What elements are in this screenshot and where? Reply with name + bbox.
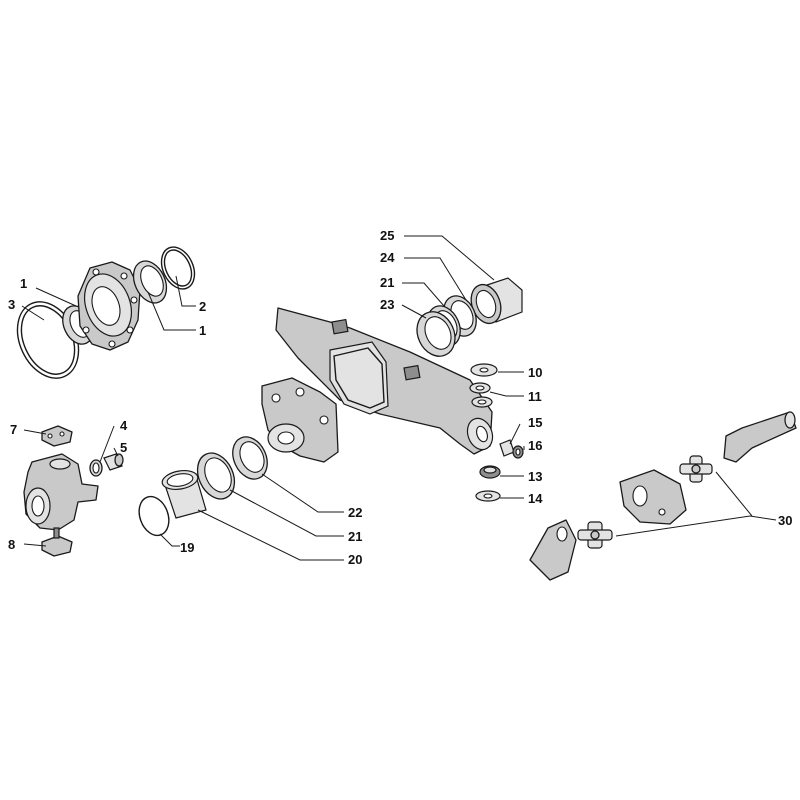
wheel-hub-flange (77, 261, 141, 351)
axle-support-bracket (261, 377, 339, 463)
callout-23: 23 (380, 297, 394, 312)
callout-13: 13 (528, 469, 542, 484)
callout-20: 20 (348, 552, 362, 567)
callout-21-right: 21 (380, 275, 394, 290)
callout-11: 11 (528, 389, 542, 404)
snap-ring-2 (160, 246, 196, 290)
seal-ring-1-right (132, 260, 168, 304)
seal-ring-21-left (196, 452, 236, 500)
callout-7: 7 (10, 422, 17, 437)
callout-16: 16 (528, 438, 542, 453)
callout-8: 8 (8, 537, 15, 552)
washer-14 (475, 490, 501, 502)
o-ring-19 (138, 495, 170, 537)
callout-3: 3 (8, 297, 15, 312)
callout-15: 15 (528, 415, 542, 430)
nut-16 (512, 445, 524, 459)
callout-14: 14 (528, 491, 543, 506)
bushing-15 (499, 439, 515, 457)
washer-10 (470, 363, 498, 377)
callout-24: 24 (380, 250, 395, 265)
steering-knuckle (23, 453, 99, 531)
callout-21-left: 21 (348, 529, 362, 544)
seal-ring-22 (232, 436, 268, 480)
callout-25: 25 (380, 228, 394, 243)
universal-joint-cross-left (577, 521, 613, 549)
callout-22: 22 (348, 505, 362, 520)
callout-4: 4 (120, 418, 128, 433)
callout-2: 2 (199, 299, 206, 314)
drive-shaft-yoke-left (529, 519, 577, 581)
axle-housing (275, 307, 494, 455)
bearing-sleeve-25 (470, 277, 523, 325)
bearing-13 (479, 465, 501, 479)
drive-shaft-tube (723, 411, 797, 463)
callout-5: 5 (120, 440, 127, 455)
callout-1-left: 1 (20, 276, 27, 291)
callout-19: 19 (180, 540, 194, 555)
king-pin-cap-8 (41, 527, 73, 557)
bearing-sleeve-20 (161, 470, 207, 519)
universal-joint-cross-right (679, 455, 713, 483)
seal-ring-23 (416, 311, 456, 357)
callout-30: 30 (778, 513, 792, 528)
callout-1-right: 1 (199, 323, 206, 338)
callout-10: 10 (528, 365, 542, 380)
king-pin-cap-7 (41, 425, 73, 447)
bushing-5 (103, 453, 124, 471)
coupling-housing (619, 469, 687, 525)
bushing-4 (89, 459, 103, 477)
washer-11 (469, 382, 493, 408)
